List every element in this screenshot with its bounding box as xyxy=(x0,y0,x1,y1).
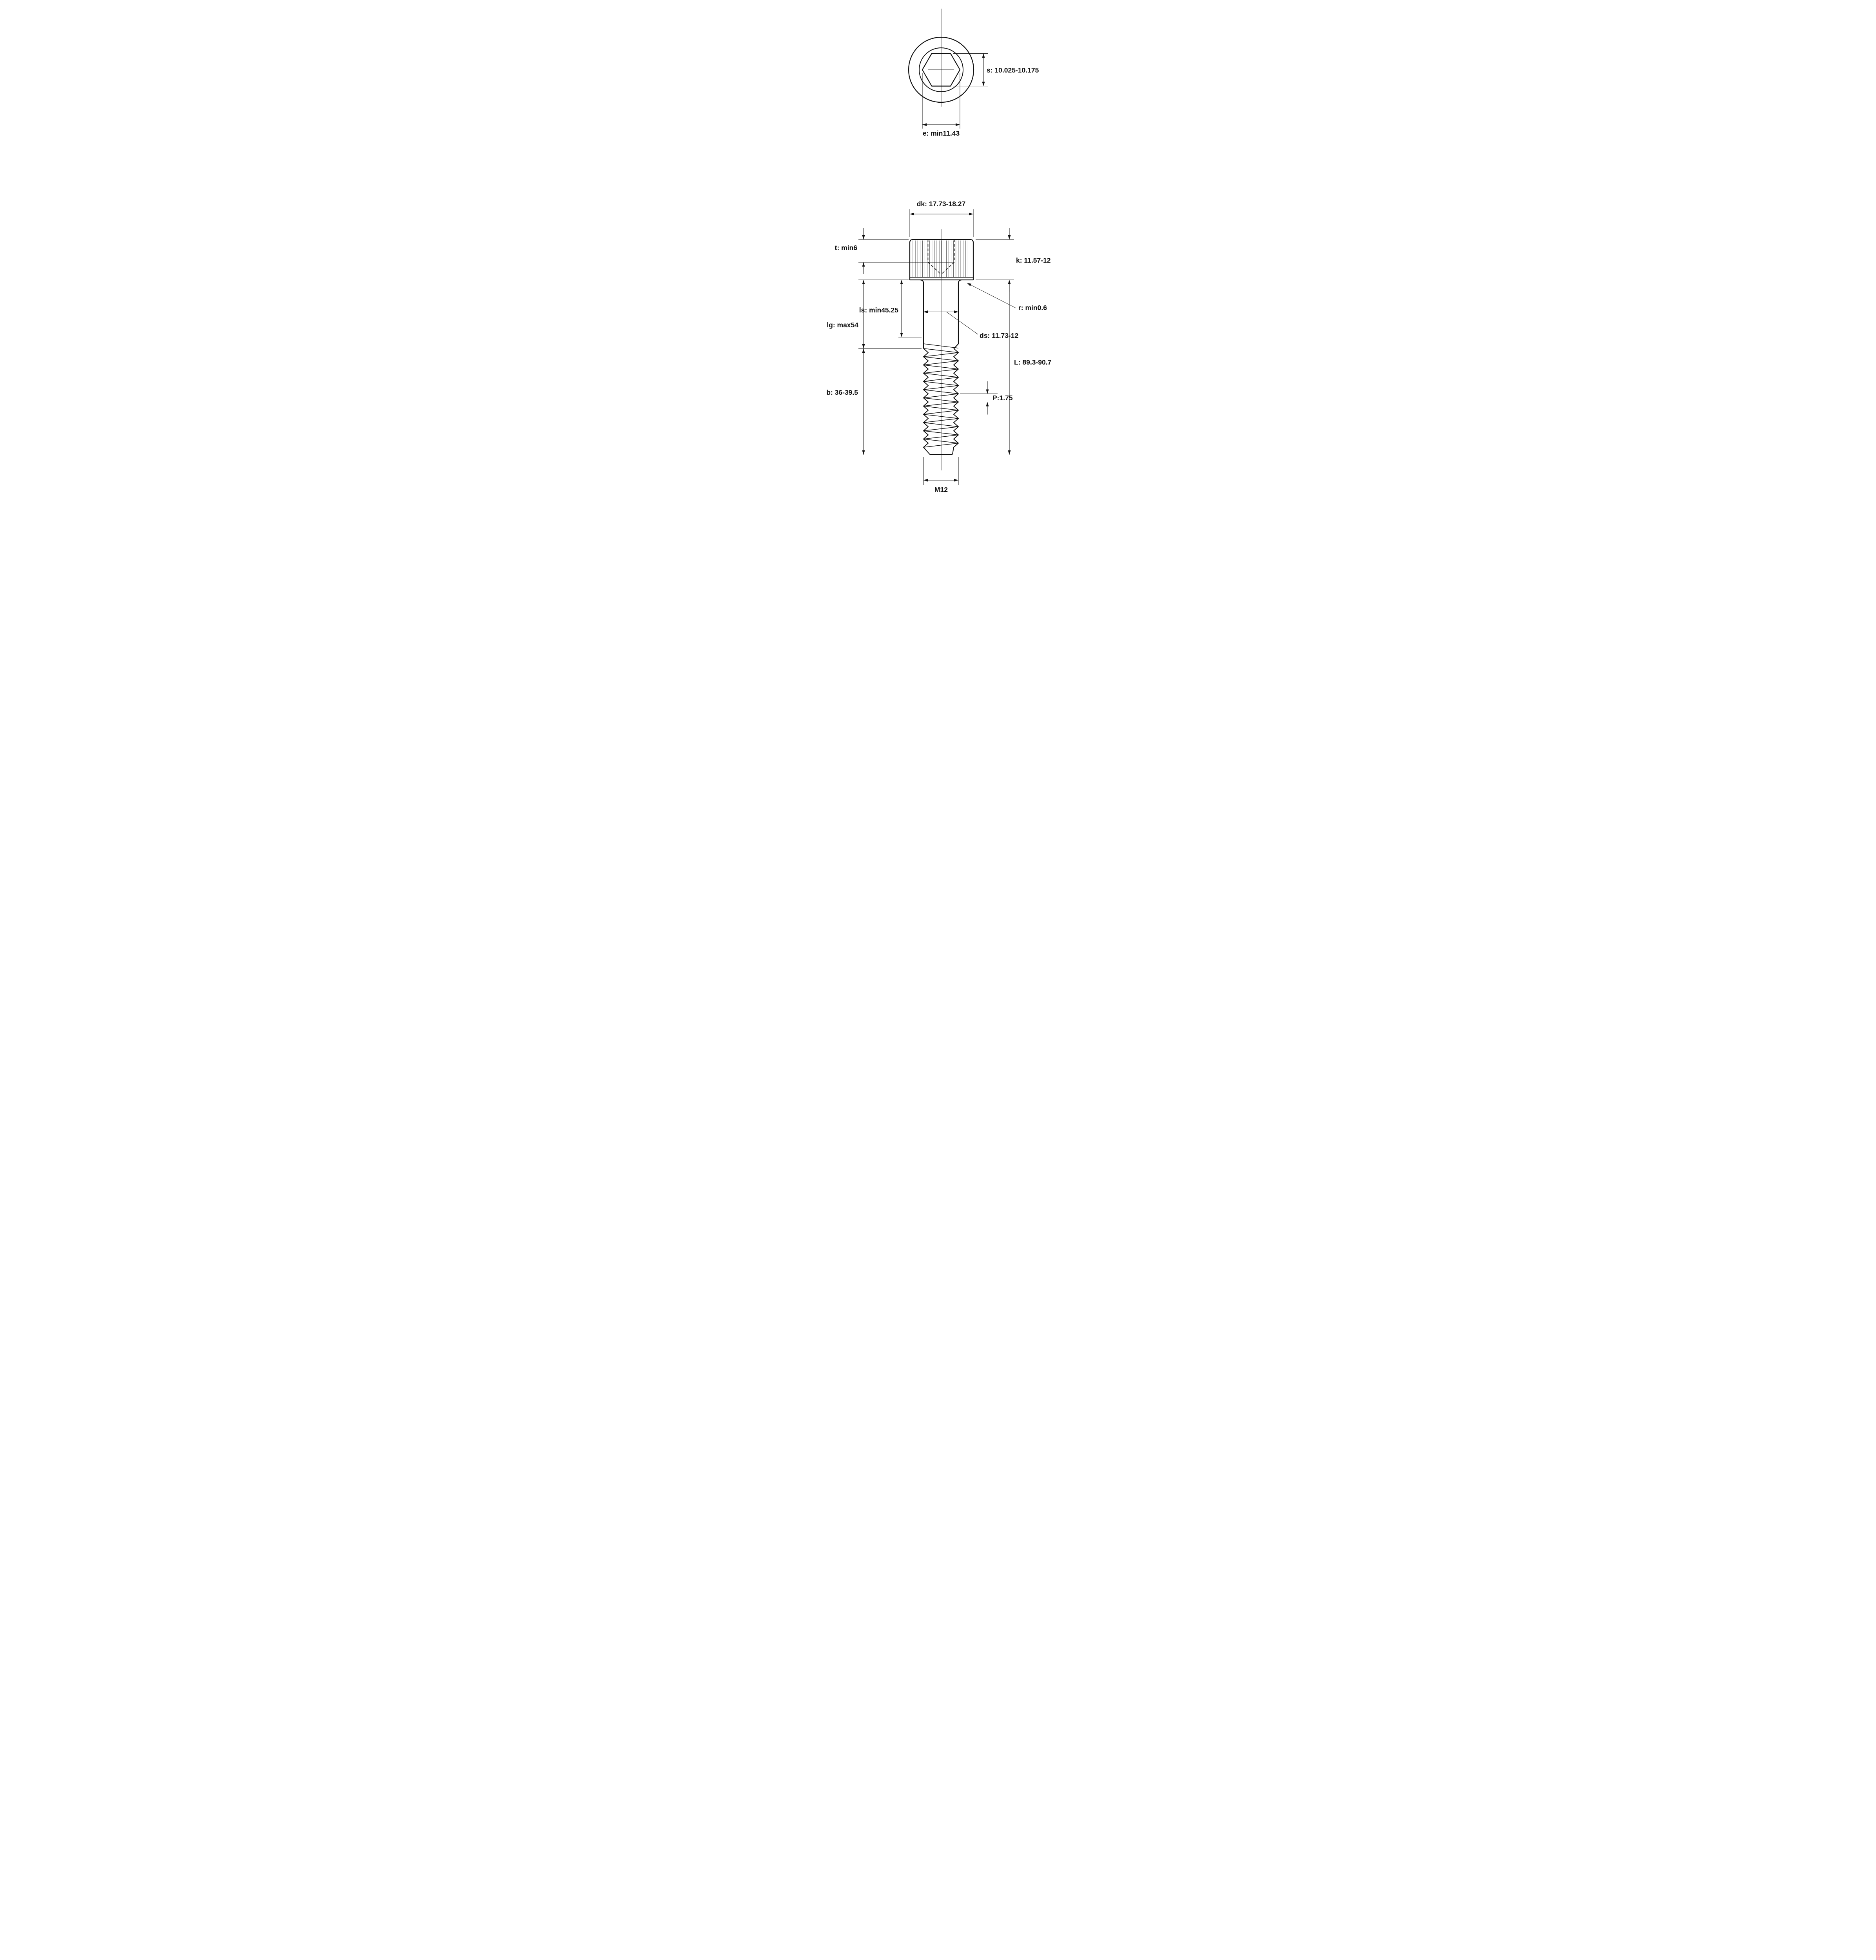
head-outline xyxy=(909,239,974,281)
dim-r-label: r: min0.6 xyxy=(1018,304,1047,312)
ds-leader xyxy=(946,312,978,335)
arrowhead xyxy=(967,283,971,287)
dim-lg-label: lg: max54 xyxy=(827,321,858,329)
r-leader xyxy=(967,283,1016,309)
thread-crest-line xyxy=(923,397,958,403)
thread-crest-line xyxy=(923,381,958,386)
dim-P-label: P:1.75 xyxy=(992,394,1013,402)
dim-M12-label: M12 xyxy=(934,486,947,494)
thread-crest-line xyxy=(923,356,958,361)
thread-crest-line xyxy=(923,414,958,419)
dim-ds-label: ds: 11.73-12 xyxy=(980,332,1018,339)
thread-crest-line xyxy=(923,393,958,398)
drawing-geometry xyxy=(858,9,1016,485)
thread-crest-line xyxy=(923,401,958,407)
arrowhead xyxy=(862,450,865,455)
dim-b-label: b: 36-39.5 xyxy=(826,388,858,396)
thread-crest-line xyxy=(923,389,958,394)
arrowhead xyxy=(982,53,985,58)
dim-ls-label: ls: min45.25 xyxy=(859,306,898,314)
arrowhead xyxy=(862,348,865,353)
thread-crest-line xyxy=(923,430,958,436)
thread-crest-line xyxy=(923,410,958,415)
thread-crest-line xyxy=(923,418,958,423)
hex-socket xyxy=(922,53,960,87)
arrowhead xyxy=(969,212,973,216)
socket-cone-hidden xyxy=(927,262,942,275)
arrowhead xyxy=(862,235,865,240)
arrowhead xyxy=(955,123,960,126)
dimension-labels: s: 10.025-10.175 e: min11.43 dk: 17.73-1… xyxy=(826,66,1051,494)
arrowhead xyxy=(862,344,865,348)
dim-dk-label: dk: 17.73-18.27 xyxy=(916,200,965,208)
arrowhead xyxy=(982,82,985,86)
thread-left-edge xyxy=(923,348,953,455)
thread-crest-line xyxy=(923,352,958,357)
arrowhead xyxy=(923,310,928,313)
arrowhead xyxy=(1008,280,1011,284)
dim-e-label: e: min11.43 xyxy=(922,129,960,137)
thread-crest-line xyxy=(923,422,958,427)
fillet-left xyxy=(920,279,924,283)
arrowhead xyxy=(900,280,903,284)
thread-crest-line xyxy=(923,373,958,378)
thread-crest-line xyxy=(923,385,958,390)
arrowhead xyxy=(1008,235,1011,240)
arrowhead xyxy=(986,389,989,394)
arrowhead xyxy=(900,333,903,337)
arrowhead xyxy=(954,479,958,482)
arrowhead xyxy=(923,479,928,482)
arrowhead xyxy=(1008,450,1011,455)
thread-runout-diagonal xyxy=(923,343,958,348)
arrowhead xyxy=(954,310,958,313)
fillet-right xyxy=(958,279,962,283)
dim-L-label: L: 89.3-90.7 xyxy=(1014,358,1051,366)
drawing-page: s: 10.025-10.175 e: min11.43 dk: 17.73-1… xyxy=(703,0,1173,530)
dim-k-label: k: 11.57-12 xyxy=(1016,256,1051,264)
thread-crest-line xyxy=(923,406,958,411)
socket-cone-hidden xyxy=(940,262,954,275)
socket-head-cap-screw-drawing: s: 10.025-10.175 e: min11.43 dk: 17.73-1… xyxy=(703,0,1173,530)
thread-crest-line xyxy=(923,368,958,374)
thread-crest-line xyxy=(923,360,958,365)
arrowhead xyxy=(862,262,865,267)
thread-crest-line xyxy=(923,348,958,353)
thread-crest-line xyxy=(923,426,958,431)
arrowhead xyxy=(862,280,865,284)
dim-t-label: t: min6 xyxy=(835,244,857,252)
thread-crest-line xyxy=(923,434,958,439)
thread-crest-line xyxy=(923,443,958,448)
thread-crest-line xyxy=(923,377,958,382)
arrowhead xyxy=(909,212,914,216)
arrowhead xyxy=(986,402,989,407)
thread-crest-line xyxy=(923,439,958,444)
thread-crest-line xyxy=(923,365,958,370)
arrowhead xyxy=(922,123,927,126)
thread-right-edge xyxy=(952,348,959,455)
dim-s-label: s: 10.025-10.175 xyxy=(987,66,1039,74)
